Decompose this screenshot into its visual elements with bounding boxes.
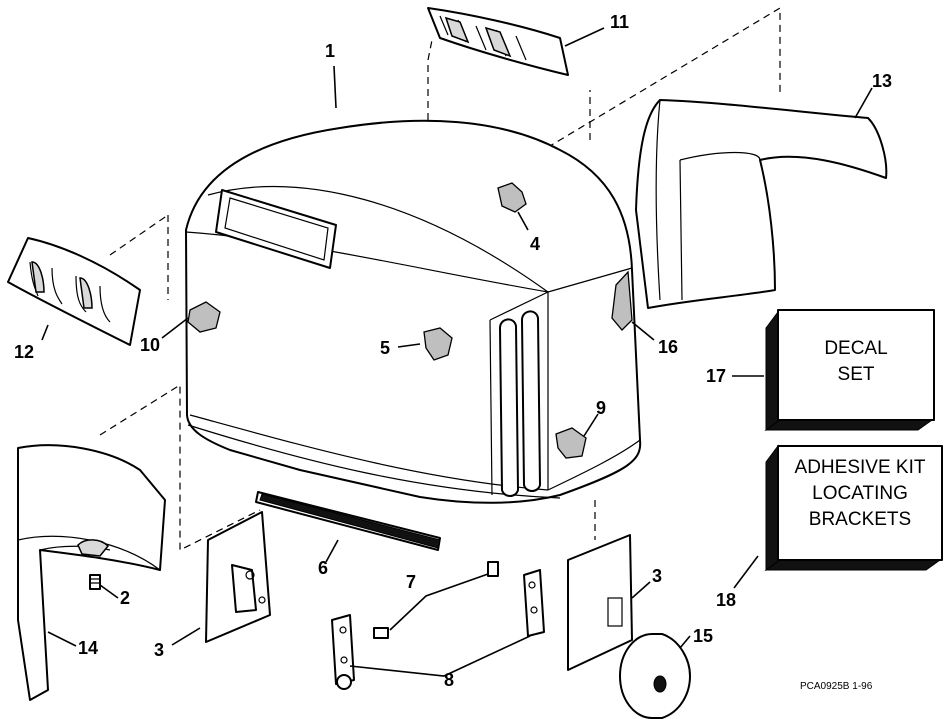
locating-bracket-part <box>331 569 545 690</box>
callout-14: 14 <box>78 638 98 658</box>
decal-4-shape <box>497 182 527 213</box>
callout-16: 16 <box>658 337 678 357</box>
adhesive-kit-box: ADHESIVE KIT LOCATING BRACKETS <box>764 444 943 571</box>
callout-10: 10 <box>140 335 160 355</box>
callout-2: 2 <box>120 588 130 608</box>
callout-5: 5 <box>380 338 390 358</box>
callout-12: 12 <box>14 342 34 362</box>
callout-8: 8 <box>444 670 454 690</box>
callout-9: 9 <box>596 398 606 418</box>
callout-18: 18 <box>716 590 736 610</box>
adhesive-roll-part <box>619 633 691 719</box>
decal-16-shape <box>611 270 633 331</box>
callout-3-right: 3 <box>652 566 662 586</box>
drawing-code: PCA0925B 1-96 <box>800 681 873 692</box>
callout-numbers: 1 11 13 4 5 9 10 12 16 17 18 6 7 2 3 3 1… <box>14 12 892 690</box>
callout-6: 6 <box>318 558 328 578</box>
decal-10-shape <box>187 301 221 333</box>
cowl-decals <box>187 182 633 459</box>
decal-box-line1: DECAL <box>824 338 887 359</box>
adhesive-box-line3: BRACKETS <box>809 509 911 530</box>
callout-1: 1 <box>325 41 335 61</box>
callout-11: 11 <box>610 12 629 32</box>
rear-cover-part <box>635 99 888 309</box>
bracket-right-part <box>567 534 633 671</box>
callout-15: 15 <box>693 626 713 646</box>
decal-set-box: DECAL SET <box>764 309 935 431</box>
leader-lines <box>41 27 873 677</box>
decal-5-shape <box>423 327 453 361</box>
seal-strip-part <box>255 491 441 551</box>
callout-17: 17 <box>706 366 726 386</box>
adhesive-box-line2: LOCATING <box>812 483 908 504</box>
callout-3-left: 3 <box>154 640 164 660</box>
screw-part <box>89 561 499 639</box>
decal-9-shape <box>555 427 587 459</box>
callout-4: 4 <box>530 234 540 254</box>
callout-7: 7 <box>406 572 416 592</box>
lower-left-cover-part <box>17 444 166 701</box>
main-cowl-part <box>185 119 642 504</box>
bracket-left-part <box>205 511 271 643</box>
side-vent-grille-part <box>7 237 141 346</box>
adhesive-box-line1: ADHESIVE KIT <box>795 457 926 478</box>
callout-13: 13 <box>872 71 892 91</box>
top-vent-grille-part <box>427 7 569 76</box>
decal-box-line2: SET <box>838 364 875 385</box>
